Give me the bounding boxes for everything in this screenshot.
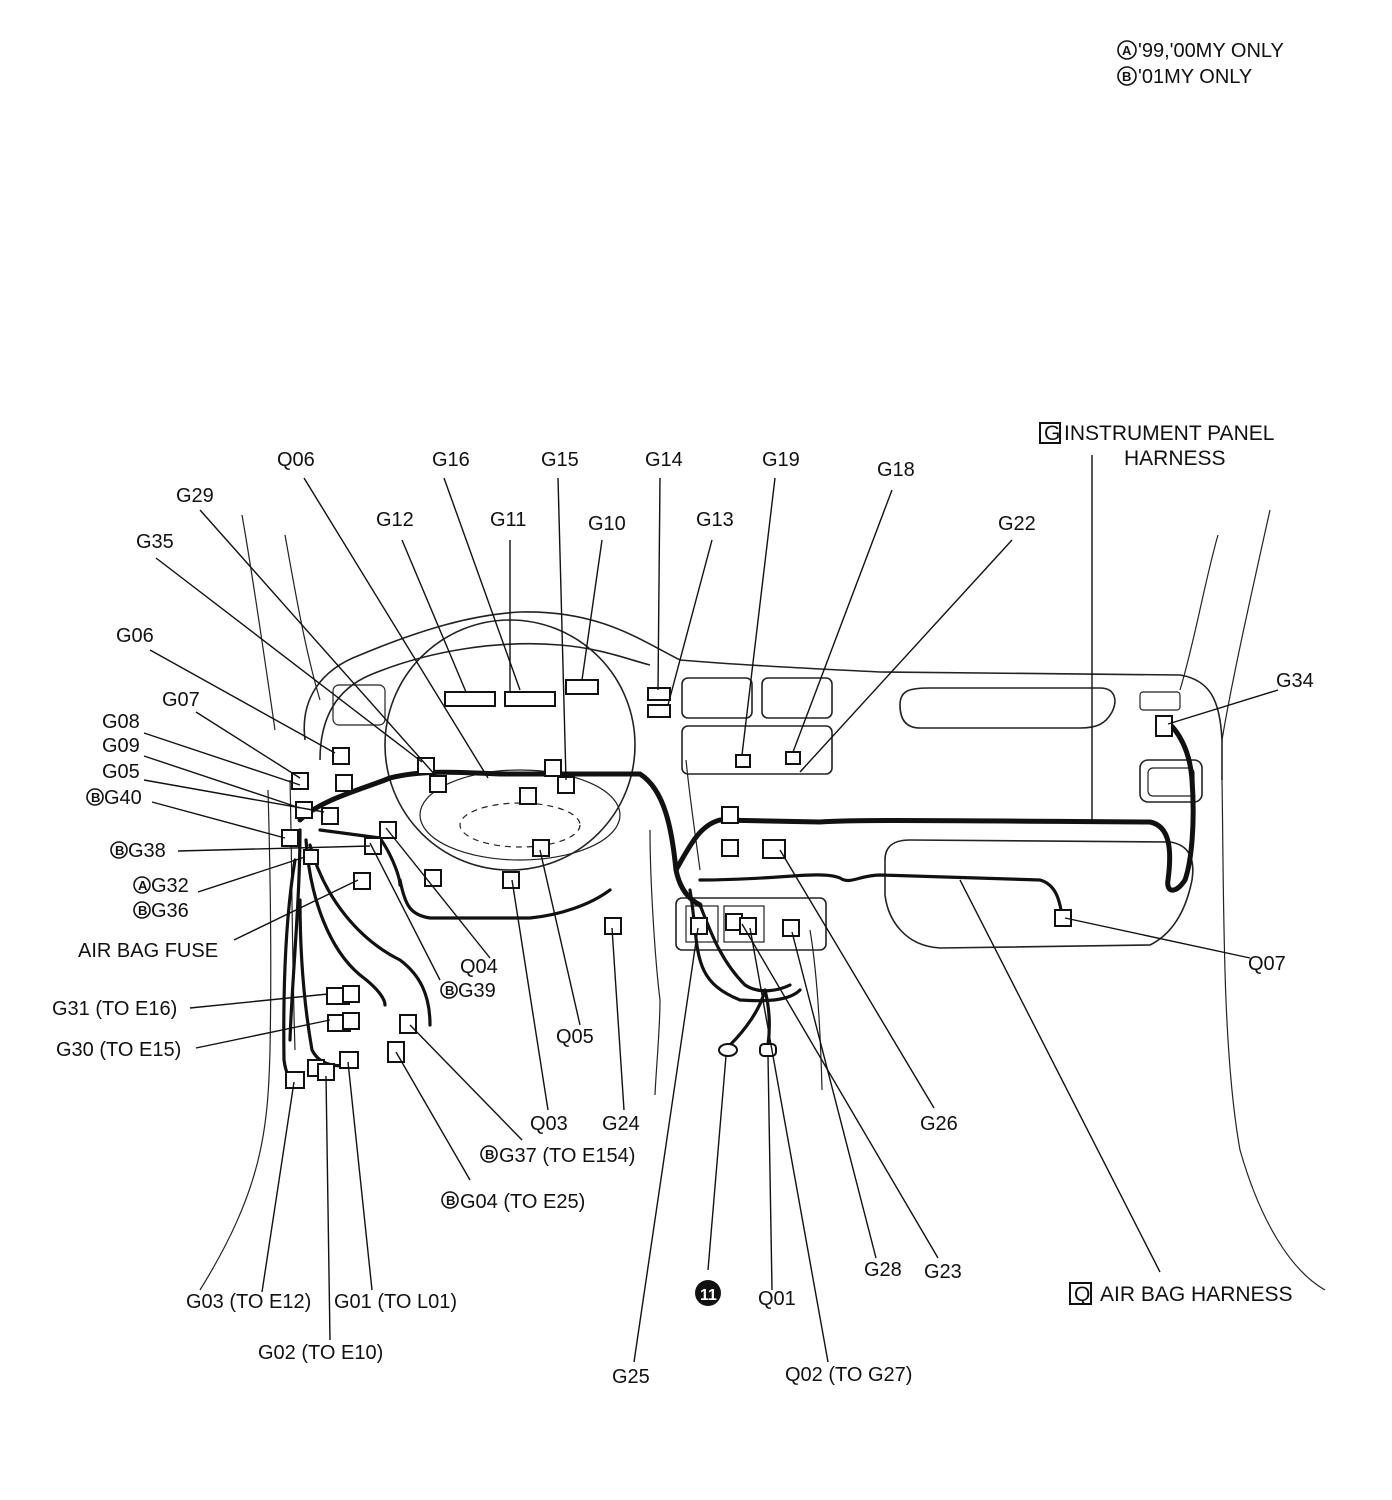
air-bag-title-text: AIR BAG HARNESS (1100, 1283, 1293, 1306)
svg-text:G: G (1044, 422, 1060, 445)
svg-text:B: B (446, 1193, 455, 1208)
callout-g32: G32 (151, 875, 189, 897)
callout-g30: G30 (TO E15) (56, 1039, 181, 1061)
dashboard-outline (199, 509, 1326, 1291)
callout-g31: G31 (TO E16) (52, 998, 177, 1020)
callout-g15: G15 (541, 449, 579, 471)
callout-q05: Q05 (556, 1026, 594, 1048)
svg-text:A: A (138, 878, 148, 893)
air-bag-harness-title: Q AIR BAG HARNESS (1069, 1282, 1293, 1306)
connectors (281, 679, 1173, 1089)
svg-text:B: B (138, 903, 147, 918)
callout-g38: G38 (128, 840, 166, 862)
svg-text:A: A (1122, 43, 1132, 58)
svg-text:B: B (485, 1147, 494, 1162)
callout-g34: G34 (1276, 670, 1314, 692)
callout-g10: G10 (588, 513, 626, 535)
svg-text:B: B (1122, 69, 1131, 84)
callout-g28: G28 (864, 1259, 902, 1281)
callout-g01: G01 (TO L01) (334, 1291, 457, 1313)
callout-g24: G24 (602, 1113, 640, 1135)
svg-text:11: 11 (700, 1287, 717, 1304)
callout-g39: G39 (458, 980, 496, 1002)
callout-g35: G35 (136, 531, 174, 553)
callout-g23: G23 (924, 1261, 962, 1283)
instrument-panel-harness-title: G INSTRUMENT PANEL HARNESS (1039, 422, 1274, 470)
callout-g12: G12 (376, 509, 414, 531)
callout-g11: G11 (490, 509, 526, 531)
callout-g14: G14 (645, 449, 683, 471)
callout-g06: G06 (116, 625, 154, 647)
callout-q04: Q04 (460, 956, 498, 978)
callout-g08: G08 (102, 711, 140, 733)
legend-a-text: '99,'00MY ONLY (1138, 40, 1284, 62)
callout-g07: G07 (162, 689, 200, 711)
callout-g22: G22 (998, 513, 1036, 535)
callout-g29: G29 (176, 485, 214, 507)
callout-g09: G09 (102, 735, 140, 757)
callout-g02: G02 (TO E10) (258, 1342, 383, 1364)
instrument-panel-title-line1: INSTRUMENT PANEL (1064, 422, 1274, 445)
callout-g18: G18 (877, 459, 915, 481)
callout-g36: G36 (151, 900, 189, 922)
callout-q07: Q07 (1248, 953, 1286, 975)
callout-g05: G05 (102, 761, 140, 783)
ground-marker-11: 11 (695, 1280, 721, 1306)
callout-g16: G16 (432, 449, 470, 471)
callout-q01: Q01 (758, 1288, 796, 1310)
callout-q02: Q02 (TO G27) (785, 1364, 912, 1386)
callout-g04: G04 (TO E25) (460, 1191, 585, 1213)
svg-text:B: B (91, 790, 100, 805)
leader-lines (143, 455, 1279, 1363)
callout-air-bag-fuse: AIR BAG FUSE (78, 940, 218, 962)
callout-g37: G37 (TO E154) (499, 1145, 635, 1167)
svg-text:B: B (115, 843, 124, 858)
legend: A '99,'00MY ONLY B '01MY ONLY (1117, 40, 1284, 88)
callout-g03: G03 (TO E12) (186, 1291, 311, 1313)
callout-q06: Q06 (277, 449, 315, 471)
callout-g40: G40 (104, 787, 142, 809)
callout-g26: G26 (920, 1113, 958, 1135)
svg-text:B: B (445, 983, 454, 998)
legend-b-text: '01MY ONLY (1138, 66, 1252, 88)
instrument-panel-harness-lines (282, 717, 1196, 1082)
callout-labels: Q06 G16 G15 G14 G19 G18 G29 G12 G11 G10 … (52, 449, 1314, 1388)
callout-g19: G19 (762, 449, 800, 471)
callout-g13: G13 (696, 509, 734, 531)
callout-g25: G25 (612, 1366, 650, 1388)
callout-q03: Q03 (530, 1113, 568, 1135)
svg-text:Q: Q (1074, 1283, 1090, 1306)
instrument-panel-title-line2: HARNESS (1124, 447, 1226, 470)
